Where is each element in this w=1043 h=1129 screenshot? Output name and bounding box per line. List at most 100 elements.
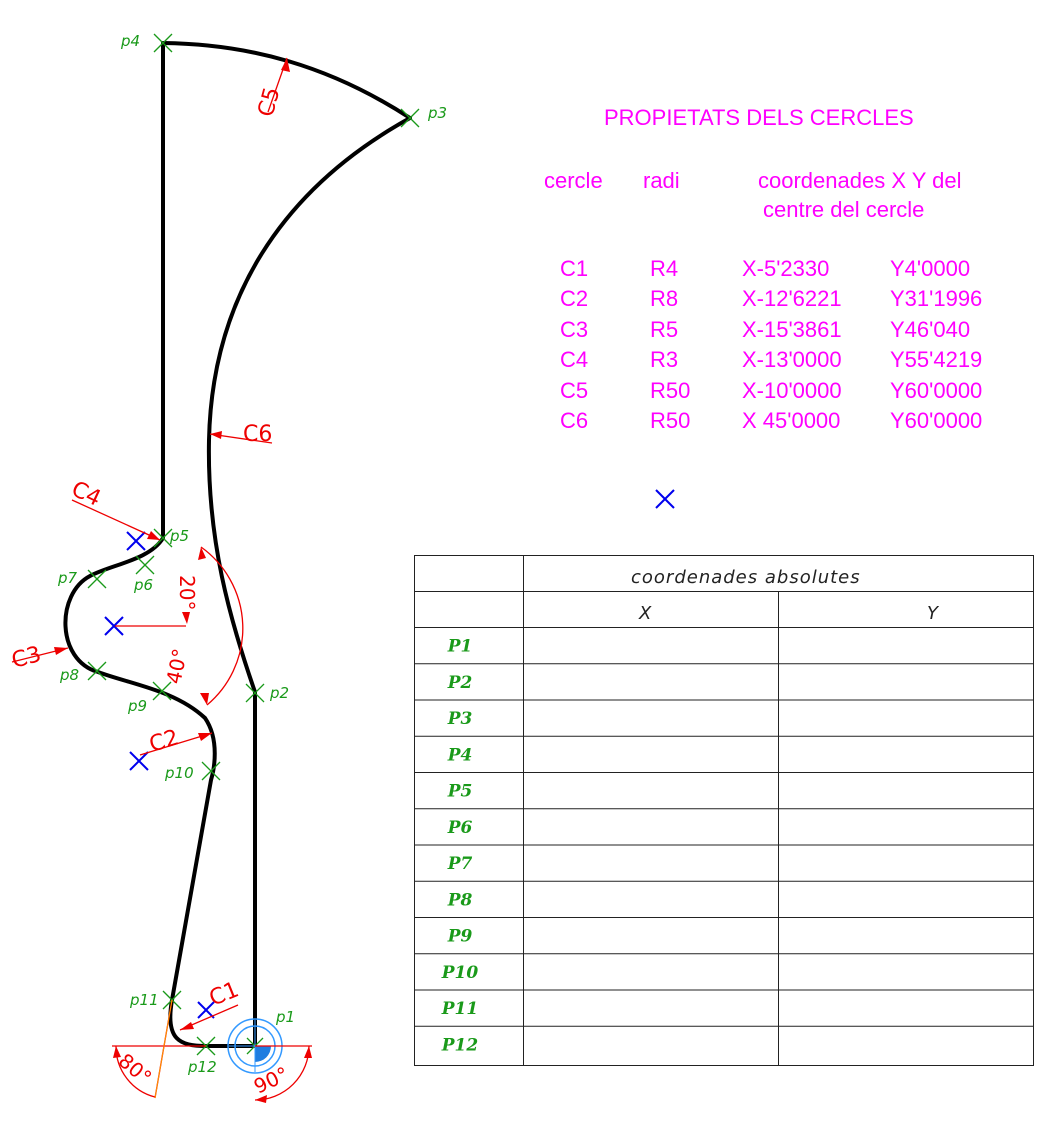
point-label-p10: p10	[164, 764, 194, 782]
cell-x-input[interactable]	[524, 1027, 778, 1061]
point-marker-p4	[153, 33, 173, 53]
table-header-coords: coordenades absolutes	[631, 567, 861, 588]
cell-x-input[interactable]	[524, 846, 778, 880]
point-label-p3: p3	[427, 104, 447, 122]
cell-x-input[interactable]	[524, 919, 778, 953]
table-row-label: P1	[447, 637, 473, 657]
svg-text:C5: C5	[560, 378, 588, 403]
svg-text:X-13'0000: X-13'0000	[742, 347, 842, 372]
cell-y-input[interactable]	[779, 919, 1033, 953]
circle-row-c1: C1 R4 X-5'2330 Y4'0000	[560, 256, 970, 281]
cell-x-input[interactable]	[524, 665, 778, 699]
table-row-label: P2	[447, 673, 473, 693]
circle-row-c2: C2 R8 X-12'6221 Y31'1996	[560, 286, 982, 311]
profile-outline	[63, 41, 412, 1048]
circle-row-c5: C5 R50 X-10'0000 Y60'0000	[560, 378, 982, 403]
svg-text:Y31'1996: Y31'1996	[890, 286, 982, 311]
center-marker-c3	[104, 616, 124, 636]
point-marker-p9	[152, 681, 172, 701]
angle-label-20: 20°	[175, 575, 199, 610]
cell-y-input[interactable]	[779, 701, 1033, 735]
svg-text:C4: C4	[560, 347, 588, 372]
cell-y-input[interactable]	[779, 629, 1033, 663]
svg-text:R5: R5	[650, 317, 678, 342]
svg-text:Y60'0000: Y60'0000	[890, 408, 982, 433]
coordinates-table: coordenades absolutes X Y P1P2P3P4P5P6P7…	[414, 555, 1034, 1066]
arc-label-c4: C4	[67, 477, 104, 512]
cell-y-input[interactable]	[779, 1027, 1033, 1061]
svg-text:R4: R4	[650, 256, 678, 281]
cell-x-input[interactable]	[524, 629, 778, 663]
svg-text:Y46'040: Y46'040	[890, 317, 970, 342]
center-marker-c2	[129, 751, 149, 771]
cell-y-input[interactable]	[779, 991, 1033, 1025]
cell-x-input[interactable]	[524, 737, 778, 771]
table-row-label: P6	[447, 818, 473, 838]
svg-text:C2: C2	[560, 286, 588, 311]
angle-label-80: 80°	[114, 1048, 157, 1089]
angle-label-90: 90°	[250, 1062, 292, 1099]
cell-x-input[interactable]	[524, 701, 778, 735]
circle-centers	[104, 489, 675, 1019]
table-row: P11	[441, 991, 1033, 1025]
cell-y-input[interactable]	[779, 810, 1033, 844]
header-coords-line1: coordenades X Y del	[758, 168, 961, 193]
table-row: P12	[441, 1027, 1033, 1061]
header-coords-line2: centre del cercle	[763, 197, 924, 222]
svg-text:X-5'2330: X-5'2330	[742, 256, 829, 281]
cell-x-input[interactable]	[524, 774, 778, 808]
cell-x-input[interactable]	[524, 810, 778, 844]
svg-text:X-15'3861: X-15'3861	[742, 317, 842, 342]
table-col-y: Y	[927, 603, 940, 624]
point-labels: p1 p2 p3 p4 p5 p6 p7 p8 p9 p10 p11 p12	[57, 32, 447, 1076]
point-marker-p8	[87, 661, 107, 681]
cell-y-input[interactable]	[779, 846, 1033, 880]
arc-label-c1: C1	[206, 977, 243, 1011]
point-label-p6: p6	[133, 576, 153, 594]
point-label-p5: p5	[169, 527, 189, 545]
point-label-p7: p7	[57, 569, 78, 587]
table-row-label: P8	[447, 890, 473, 910]
svg-text:R8: R8	[650, 286, 678, 311]
arc-label-c3: C3	[9, 642, 44, 674]
table-row-label: P12	[441, 1035, 479, 1055]
svg-text:R50: R50	[650, 408, 690, 433]
legend-center-cross	[655, 489, 675, 509]
profile-shape	[63, 41, 412, 1048]
table-row-label: P7	[447, 854, 473, 874]
table-row-label: P9	[447, 927, 473, 947]
svg-text:R50: R50	[650, 378, 690, 403]
arc-label-c2: C2	[146, 725, 181, 757]
svg-text:C6: C6	[560, 408, 588, 433]
cell-y-input[interactable]	[779, 955, 1033, 989]
cell-x-input[interactable]	[524, 882, 778, 916]
cell-y-input[interactable]	[779, 774, 1033, 808]
header-cercle: cercle	[544, 168, 603, 193]
table-row: P8	[447, 882, 1033, 916]
svg-text:C1: C1	[560, 256, 588, 281]
point-label-p4: p4	[120, 32, 140, 50]
point-marker-p6	[135, 555, 155, 575]
svg-text:X-10'0000: X-10'0000	[742, 378, 842, 403]
table-row: P1	[447, 629, 1033, 663]
svg-text:X 45'0000: X 45'0000	[742, 408, 840, 433]
point-label-p9: p9	[127, 697, 147, 715]
cell-y-input[interactable]	[779, 882, 1033, 916]
svg-text:Y4'0000: Y4'0000	[890, 256, 970, 281]
svg-text:Y60'0000: Y60'0000	[890, 378, 982, 403]
point-label-p1: p1	[275, 1008, 295, 1026]
cell-x-input[interactable]	[524, 991, 778, 1025]
svg-text:C3: C3	[560, 317, 588, 342]
cell-y-input[interactable]	[779, 665, 1033, 699]
center-marker-c1	[197, 1001, 215, 1019]
cell-y-input[interactable]	[779, 737, 1033, 771]
table-row-label: P4	[447, 745, 473, 765]
cell-x-input[interactable]	[524, 955, 778, 989]
point-marker-p3	[400, 108, 420, 128]
table-row: P3	[447, 701, 1033, 735]
table-row: P5	[447, 774, 1033, 808]
point-marker-p10	[201, 761, 221, 781]
circle-row-c3: C3 R5 X-15'3861 Y46'040	[560, 317, 970, 342]
